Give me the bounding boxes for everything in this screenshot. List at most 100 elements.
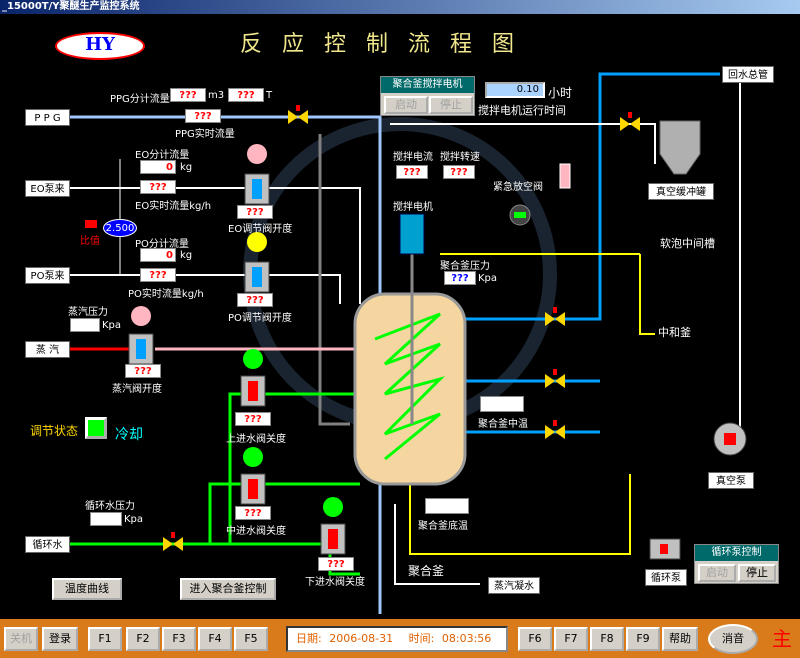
circ-start-button[interactable]: 启动 (698, 564, 736, 582)
ratio-label: 比值 (80, 236, 100, 247)
login-button[interactable]: 登录 (42, 627, 78, 651)
date-label: 日期: (296, 632, 322, 645)
steam-pressure-value (70, 318, 100, 332)
lower-water-valve-label: 下进水阀关度 (305, 577, 365, 588)
ratio-value[interactable]: 2.500 (103, 219, 137, 237)
soft-foam-label: 软泡中间槽 (660, 237, 715, 250)
circ-pump-label: 循环泵 (645, 569, 687, 586)
steam-control-valve-icon[interactable] (128, 306, 154, 365)
window-title: _15000T/Y聚醚生产监控系统 (0, 0, 800, 14)
help-button[interactable]: 帮助 (662, 627, 698, 651)
emergency-vent-valve-icon[interactable] (509, 204, 531, 226)
neutral-label: 中和釜 (658, 326, 691, 339)
ppg-realtime-label: PPG实时流量 (175, 129, 235, 140)
po-control-valve-icon[interactable] (244, 232, 270, 293)
condensate-line (394, 504, 480, 585)
water-valve-icon[interactable] (163, 532, 183, 551)
circ-water-source: 循环水 (25, 536, 70, 553)
vacuum-valve-icon[interactable] (620, 112, 640, 131)
lower-water-valve-icon[interactable] (320, 497, 346, 555)
po-valve-value: ??? (237, 293, 273, 307)
temperature-curve-button[interactable]: 温度曲线 (52, 578, 122, 600)
circ-pump-indicator (660, 544, 668, 554)
po-realtime-label: PO实时流量kg/h (128, 289, 204, 300)
condensate-label: 蒸汽凝水 (488, 577, 540, 594)
upper-water-valve-value: ??? (235, 412, 271, 426)
f4-button[interactable]: F4 (198, 627, 232, 651)
regulation-indicator (85, 417, 107, 439)
pipe-diagram (70, 72, 747, 614)
f8-button[interactable]: F8 (590, 627, 624, 651)
eo-control-valve-icon[interactable] (244, 144, 270, 205)
motor-start-button[interactable]: 启动 (384, 96, 428, 114)
reactor-bottom-temp-label: 聚合釜底温 (418, 521, 468, 532)
eo-flow-unit: kg (180, 162, 193, 173)
f9-button[interactable]: F9 (626, 627, 660, 651)
main-button[interactable]: 主 (772, 627, 792, 651)
eo-realtime-label: EO实时流量kg/h (135, 201, 212, 212)
ratio-indicator (85, 220, 97, 228)
time-label: 时间: (408, 632, 435, 645)
process-canvas: HY 反应控制流程图 P P G PPG分计流量 ??? m3 ??? T ??… (0, 14, 800, 619)
emergency-vent-label: 紧急放空阀 (493, 182, 543, 193)
date-value: 2006-08-31 (329, 632, 394, 645)
enter-reactor-control-button[interactable]: 进入聚合釜控制 (180, 578, 276, 600)
f7-button[interactable]: F7 (554, 627, 588, 651)
circ-water-pressure-label: 循环水压力 (85, 501, 135, 512)
regulation-state: 冷却 (115, 427, 143, 443)
f1-button[interactable]: F1 (88, 627, 122, 651)
po-source: PO泵来 (25, 267, 70, 284)
f5-button[interactable]: F5 (234, 627, 268, 651)
middle-water-valve-value: ??? (235, 506, 271, 520)
po-realtime-value: ??? (140, 268, 176, 282)
return-valve-2-icon[interactable] (545, 369, 565, 388)
motor-runtime-value: 0.10 (485, 82, 545, 98)
circ-stop-button[interactable]: 停止 (738, 564, 776, 582)
return-valve-1-icon[interactable] (545, 307, 565, 326)
water-pipe-middle (208, 482, 360, 544)
reactor-coil (374, 312, 446, 461)
vacuum-tank-icon (659, 120, 701, 175)
ppg-valve-icon[interactable] (288, 105, 308, 124)
steam-valve-label: 蒸汽阀开度 (112, 384, 162, 395)
return-valve-3-icon[interactable] (545, 420, 565, 439)
mute-button[interactable]: 消音 (708, 624, 758, 654)
return-main-label: 回水总管 (722, 66, 774, 83)
stirrer-motor-label: 搅拌电机 (393, 202, 433, 213)
ppg-source: P P G (25, 109, 70, 126)
reactor-name: 聚合釜 (408, 564, 445, 578)
page-title: 反应控制流程图 (240, 32, 535, 57)
motor-runtime-label: 搅拌电机运行时间 (478, 104, 566, 117)
f6-button[interactable]: F6 (518, 627, 552, 651)
circ-water-pressure-unit: Kpa (124, 514, 144, 525)
reactor-pressure-value: ??? (444, 271, 476, 285)
datetime-display: 日期: 2006-08-31 时间: 08:03:56 (286, 626, 508, 652)
ppg-flow-value: ??? (170, 88, 206, 102)
motor-runtime-unit: 小时 (548, 86, 573, 100)
ppg-unit-t: T (266, 90, 273, 101)
po-pipe (70, 274, 341, 304)
circ-line (409, 474, 631, 555)
f2-button[interactable]: F2 (126, 627, 160, 651)
steam-source: 蒸 汽 (25, 341, 70, 358)
steam-valve-value: ??? (125, 364, 161, 378)
reactor-mid-temp-value (480, 396, 524, 412)
motor-stop-button[interactable]: 停止 (429, 96, 473, 114)
po-flow-unit: kg (180, 250, 193, 261)
stirrer-motor-icon (399, 213, 425, 255)
reactor-mid-temp-label: 聚合釜中温 (478, 419, 528, 430)
circ-pump-panel-title: 循环泵控制 (695, 545, 778, 561)
eo-flow-value: 0 (140, 160, 176, 174)
shutdown-button[interactable]: 关机 (4, 627, 38, 651)
return-pipe (460, 72, 720, 321)
eo-realtime-value: ??? (140, 180, 176, 194)
reactor-pressure-unit: Kpa (478, 273, 498, 284)
neutral-line (639, 254, 655, 335)
eo-pipe (70, 187, 361, 304)
f3-button[interactable]: F3 (162, 627, 196, 651)
logo (55, 32, 145, 60)
upper-water-valve-icon[interactable] (240, 349, 266, 407)
vacuum-pump-label: 真空泵 (708, 472, 754, 489)
middle-water-valve-icon[interactable] (240, 447, 266, 505)
time-value: 08:03:56 (441, 632, 492, 645)
